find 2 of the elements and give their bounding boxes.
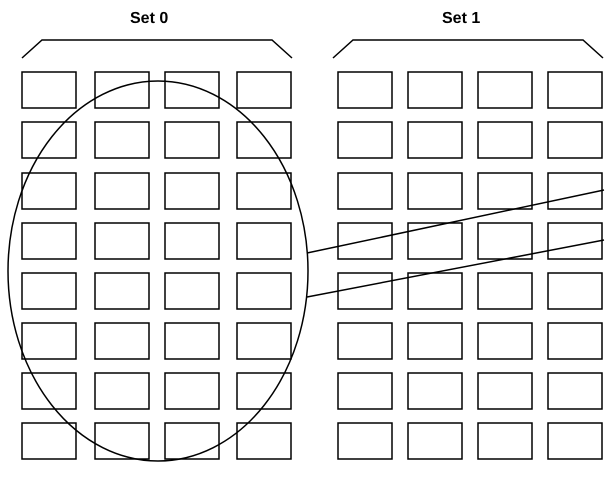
- set-label: Set 1: [442, 10, 480, 28]
- set-label: Set 0: [130, 10, 168, 28]
